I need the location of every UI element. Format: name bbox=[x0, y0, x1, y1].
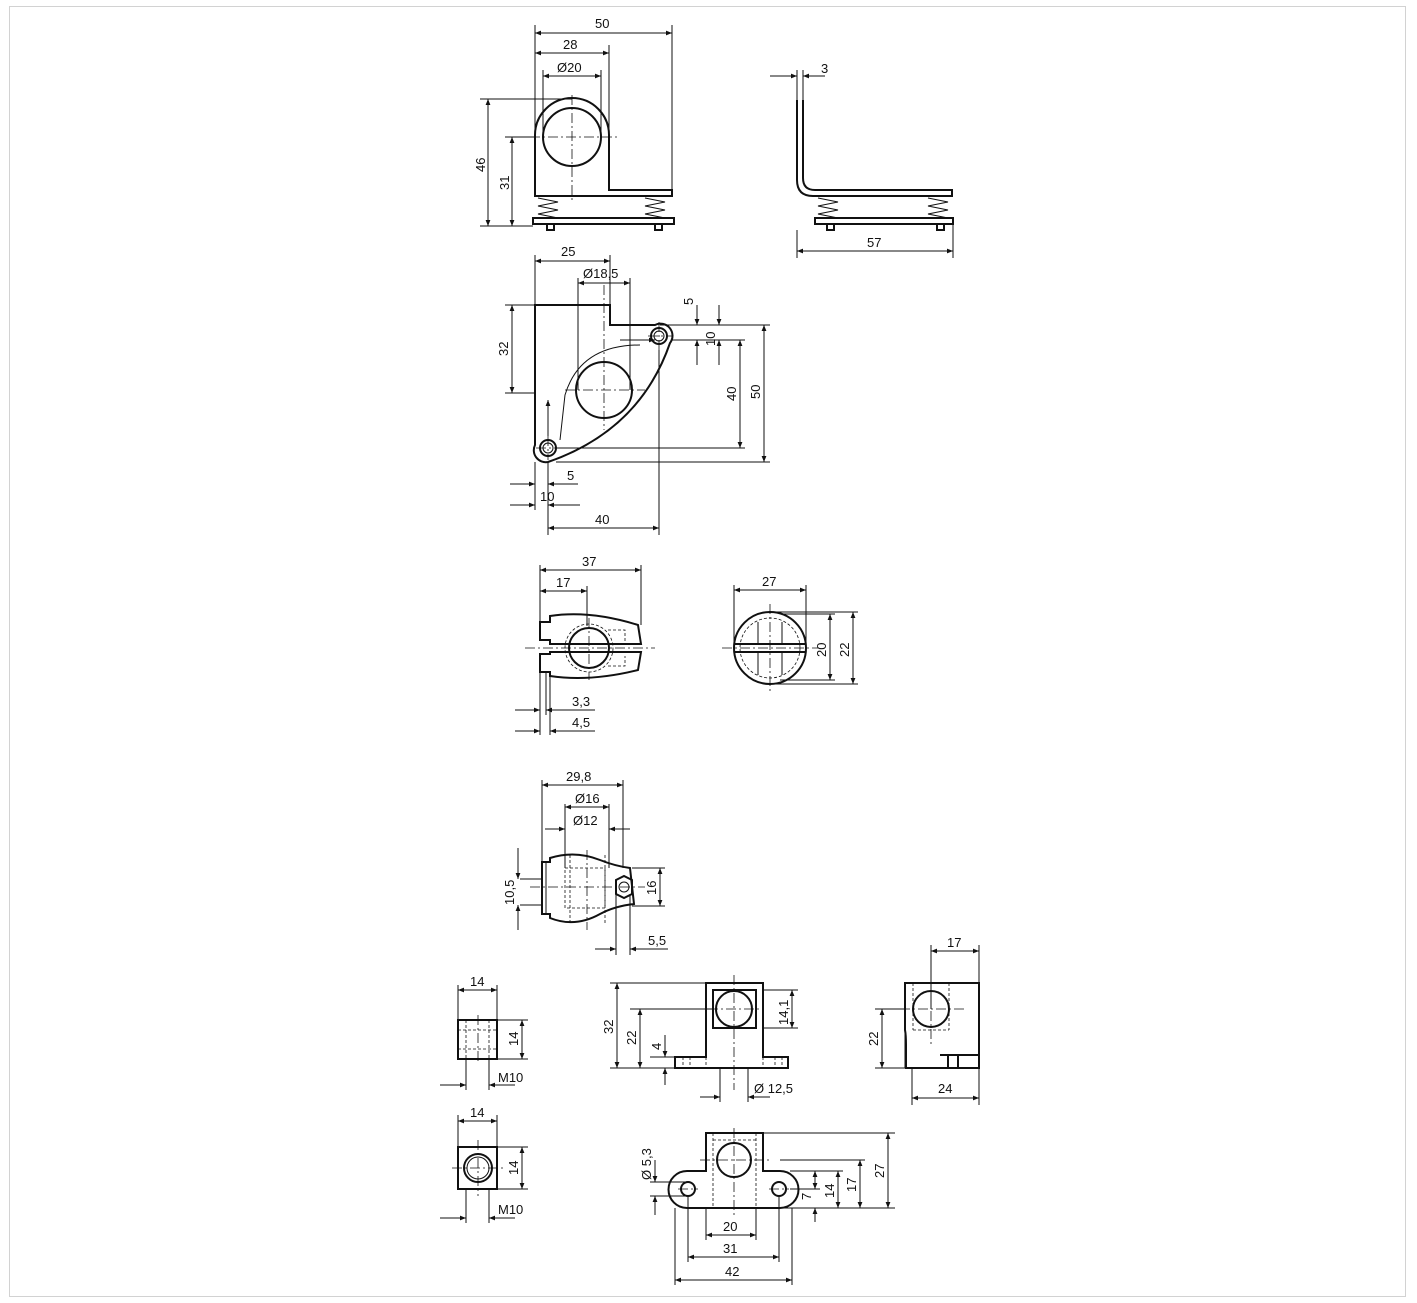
dim-10-bottom: 10 bbox=[540, 489, 554, 504]
dim-17-mount-top: 17 bbox=[844, 1178, 859, 1192]
dim-17: 17 bbox=[556, 575, 570, 590]
clamp-end-view: 27 20 22 bbox=[722, 574, 858, 692]
dim-4-5: 4,5 bbox=[572, 715, 590, 730]
mount-top-view: Ø 5,3 7 14 17 27 20 31 42 bbox=[639, 1128, 895, 1285]
swivel-plate-view: 25 Ø18,5 32 5 10 40 50 5 10 40 bbox=[496, 244, 770, 535]
dim-40-horizontal: 40 bbox=[595, 512, 609, 527]
dim-m10-top: M10 bbox=[498, 1202, 523, 1217]
dim-32-mount: 32 bbox=[601, 1020, 616, 1034]
dim-27: 27 bbox=[762, 574, 776, 589]
dim-28: 28 bbox=[563, 37, 577, 52]
dim-diameter-12: Ø12 bbox=[573, 813, 598, 828]
dim-14-height: 14 bbox=[506, 1032, 521, 1046]
nut-block-top-view: 14 14 M10 bbox=[440, 1105, 528, 1223]
dim-31: 31 bbox=[497, 176, 512, 190]
angle-bracket-front-view: 50 28 Ø20 46 31 bbox=[473, 16, 675, 231]
dim-50-vertical: 50 bbox=[748, 385, 763, 399]
dim-20: 20 bbox=[814, 643, 829, 657]
dim-16: 16 bbox=[644, 881, 659, 895]
dim-29-8: 29,8 bbox=[566, 769, 591, 784]
clamp-top-view: 37 17 3,3 4,5 bbox=[515, 554, 655, 735]
dim-diameter-16: Ø16 bbox=[575, 791, 600, 806]
dim-22-mount: 22 bbox=[624, 1031, 639, 1045]
dim-5-bottom: 5 bbox=[567, 468, 574, 483]
dim-31-mount-top: 31 bbox=[723, 1241, 737, 1256]
dim-3-3: 3,3 bbox=[572, 694, 590, 709]
dim-40-vertical: 40 bbox=[724, 387, 739, 401]
dim-5-top: 5 bbox=[681, 298, 696, 305]
dim-7: 7 bbox=[799, 1193, 814, 1200]
dim-32: 32 bbox=[496, 342, 511, 356]
mount-front-view: 32 22 4 14,1 Ø 12,5 bbox=[601, 975, 798, 1102]
dim-17-mount: 17 bbox=[947, 935, 961, 950]
dim-22: 22 bbox=[837, 643, 852, 657]
dim-42-mount-top: 42 bbox=[725, 1264, 739, 1279]
dim-20-mount-top: 20 bbox=[723, 1219, 737, 1234]
dim-diameter-5-3: Ø 5,3 bbox=[639, 1148, 654, 1180]
dim-3: 3 bbox=[821, 61, 828, 76]
dim-46: 46 bbox=[473, 158, 488, 172]
dim-24: 24 bbox=[938, 1081, 952, 1096]
nut-block-side-view: 14 14 M10 bbox=[440, 974, 528, 1090]
dim-22-side: 22 bbox=[866, 1032, 881, 1046]
dim-27-mount-top: 27 bbox=[872, 1164, 887, 1178]
dim-37: 37 bbox=[582, 554, 596, 569]
dim-diameter-18-5: Ø18,5 bbox=[583, 266, 618, 281]
mount-side-view: 17 22 24 bbox=[866, 935, 980, 1105]
dim-10-right: 10 bbox=[703, 332, 718, 346]
dim-5-5: 5,5 bbox=[648, 933, 666, 948]
dim-50: 50 bbox=[595, 16, 609, 31]
dim-14-top-width: 14 bbox=[470, 1105, 484, 1120]
dim-14-mount-top: 14 bbox=[822, 1184, 837, 1198]
drawing-frame bbox=[9, 6, 1406, 1297]
dim-4: 4 bbox=[649, 1043, 664, 1050]
dim-14-width: 14 bbox=[470, 974, 484, 989]
angle-bracket-side-view: 3 57 bbox=[770, 61, 954, 258]
dim-25: 25 bbox=[561, 244, 575, 259]
dim-14-1: 14,1 bbox=[776, 1000, 791, 1025]
dim-m10: M10 bbox=[498, 1070, 523, 1085]
dim-10-5: 10,5 bbox=[502, 880, 517, 905]
dim-14-top-height: 14 bbox=[506, 1161, 521, 1175]
dim-diameter-12-5: Ø 12,5 bbox=[754, 1081, 793, 1096]
dim-57: 57 bbox=[867, 235, 881, 250]
clamp-ring-view: 29,8 Ø16 Ø12 10,5 16 5,5 bbox=[502, 769, 668, 955]
dim-diameter-20: Ø20 bbox=[557, 60, 582, 75]
